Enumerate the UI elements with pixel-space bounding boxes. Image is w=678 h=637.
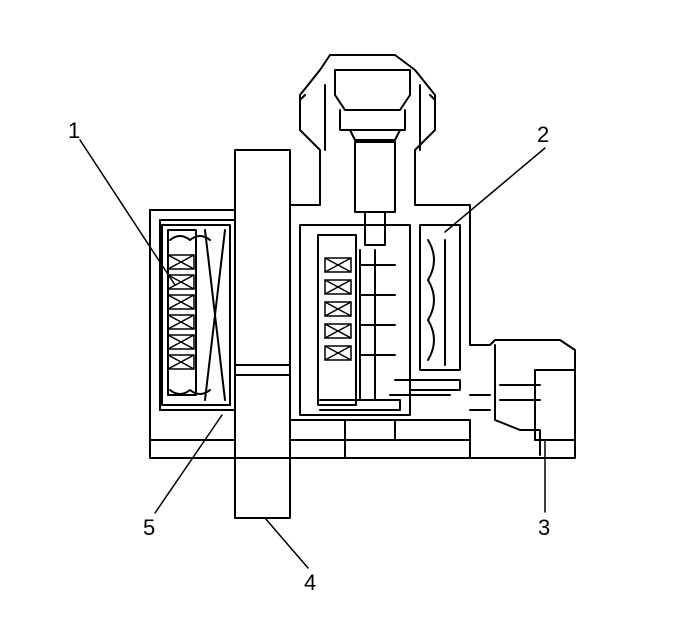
callout-3: 3 (538, 515, 551, 540)
callout-5: 5 (143, 515, 156, 540)
left-solenoid-coil (161, 224, 231, 406)
leader-line-5 (154, 414, 223, 514)
callout-1: 1 (68, 118, 81, 143)
callout-4: 4 (304, 570, 317, 595)
leader-line-4 (264, 517, 309, 569)
leader-line-2 (444, 147, 546, 233)
leader-lines (79, 139, 546, 569)
leader-line-1 (79, 139, 176, 286)
callout-2: 2 (537, 122, 550, 147)
internal-valve-assembly (389, 224, 461, 411)
inlet-fitting (299, 69, 436, 246)
right-solenoid-coil (299, 224, 411, 416)
electrical-connector (469, 344, 576, 456)
pump-housing (149, 54, 576, 459)
center-plate (234, 149, 291, 519)
